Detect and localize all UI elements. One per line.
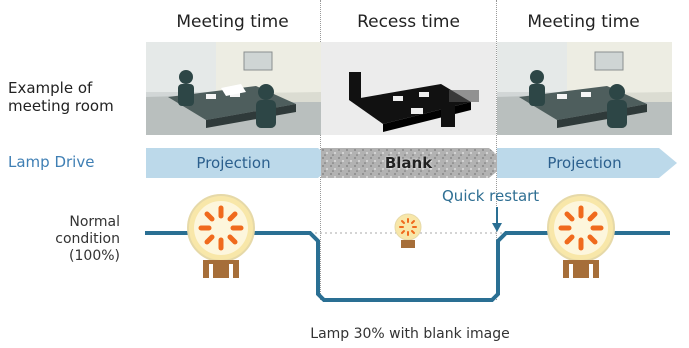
lamp-bulb-icon-full-2 — [547, 194, 615, 278]
blank-arrow — [321, 148, 507, 178]
lamp-bulb-icon-full-1 — [187, 194, 255, 278]
lamp-drive-label: Lamp Drive — [8, 153, 95, 171]
quick-restart-label: Quick restart — [442, 187, 540, 205]
normal-condition-label: Normal condition (100%) — [18, 214, 120, 265]
lamp-reduced-caption: Lamp 30% with blank image — [310, 326, 510, 342]
meeting-room-photo-1 — [146, 42, 321, 135]
blank-room-illustration — [321, 42, 496, 135]
example-room-label: Example of meeting room — [8, 79, 114, 115]
projection-arrow-2 — [497, 148, 677, 178]
column-title-meeting-1: Meeting time — [176, 12, 289, 32]
down-arrow-icon — [492, 207, 502, 232]
meeting-room-illustration-2 — [497, 42, 672, 135]
blank-room-photo — [321, 42, 496, 135]
meeting-room-photo-2 — [497, 42, 672, 135]
lamp-blank-label: Blank — [384, 154, 433, 172]
divider-2 — [496, 0, 497, 300]
lamp-projection-label-2: Projection — [547, 154, 622, 172]
normal-line-2: condition — [55, 231, 120, 247]
lamp-projection-label-1: Projection — [196, 154, 271, 172]
power-level-line — [145, 231, 670, 302]
normal-line-3: (100%) — [69, 248, 120, 264]
projection-arrow-1 — [146, 148, 336, 178]
column-title-meeting-2: Meeting time — [527, 12, 640, 32]
normal-line-1: Normal — [69, 214, 120, 230]
example-label-line1: Example of — [8, 79, 93, 97]
example-label-line2: meeting room — [8, 97, 114, 115]
lamp-bulb-icon-reduced — [394, 213, 422, 248]
column-title-recess: Recess time — [357, 12, 460, 32]
divider-1 — [320, 0, 321, 300]
meeting-room-illustration — [146, 42, 321, 135]
